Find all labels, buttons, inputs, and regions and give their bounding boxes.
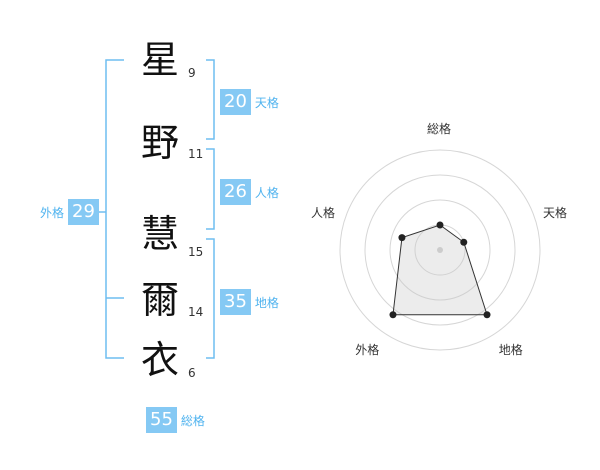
name-char-3: 慧 xyxy=(140,212,179,256)
gaikaku-badge: 29 外格 xyxy=(40,199,99,225)
soukaku-label: 総格 xyxy=(180,413,205,428)
name-char-1: 星 xyxy=(140,38,179,82)
radar-axis-label: 外格 xyxy=(355,342,380,357)
jinkaku-value: 26 xyxy=(220,179,251,205)
stroke-count-1: 9 xyxy=(188,66,196,80)
name-char-4: 爾 xyxy=(140,278,179,322)
radar-point xyxy=(389,311,397,319)
tenkaku-value: 20 xyxy=(220,89,251,115)
tenkaku-bracket xyxy=(206,59,215,140)
jinkaku-bracket xyxy=(206,148,215,230)
chikaku-label: 地格 xyxy=(254,295,279,310)
radar-axis-label: 人格 xyxy=(310,206,335,221)
radar-ring xyxy=(389,199,491,301)
radar-point xyxy=(436,221,444,229)
stroke-count-2: 11 xyxy=(188,147,204,161)
chikaku-bracket xyxy=(206,238,215,359)
tenkaku-badge: 20 天格 xyxy=(220,89,279,115)
soukaku-value: 55 xyxy=(146,407,177,433)
radar-point xyxy=(398,234,406,242)
radar-area xyxy=(392,224,488,316)
chikaku-badge: 35 地格 xyxy=(220,289,279,315)
jinkaku-badge: 26 人格 xyxy=(220,179,279,205)
gaikaku-label: 外格 xyxy=(40,205,65,220)
stroke-count-4: 14 xyxy=(188,305,204,319)
radar-axis-label: 総格 xyxy=(427,122,452,136)
radar-point xyxy=(483,311,491,319)
chikaku-value: 35 xyxy=(220,289,251,315)
radar-center xyxy=(437,247,443,253)
bracket-lines xyxy=(98,59,215,359)
tenkaku-label: 天格 xyxy=(254,95,279,110)
stroke-count-5: 6 xyxy=(188,366,196,380)
radar-axis-label: 天格 xyxy=(543,206,568,221)
stroke-count-3: 15 xyxy=(188,245,204,259)
soukaku-badge: 55 総格 xyxy=(146,407,205,433)
gaikaku-bracket xyxy=(105,59,124,359)
name-char-5: 衣 xyxy=(140,338,179,382)
radar-ring xyxy=(364,174,516,326)
radar-point xyxy=(460,238,468,246)
radar-ring xyxy=(339,149,541,351)
radar-axis-label: 地格 xyxy=(498,342,523,357)
name-char-2: 野 xyxy=(140,121,179,165)
fortune-radar-chart xyxy=(339,149,541,351)
jinkaku-label: 人格 xyxy=(254,185,279,200)
gaikaku-value: 29 xyxy=(68,199,99,225)
name-analysis-panel: 星 9 野 11 慧 15 爾 14 衣 6 20 天格 26 人格 35 地格… xyxy=(40,38,279,433)
